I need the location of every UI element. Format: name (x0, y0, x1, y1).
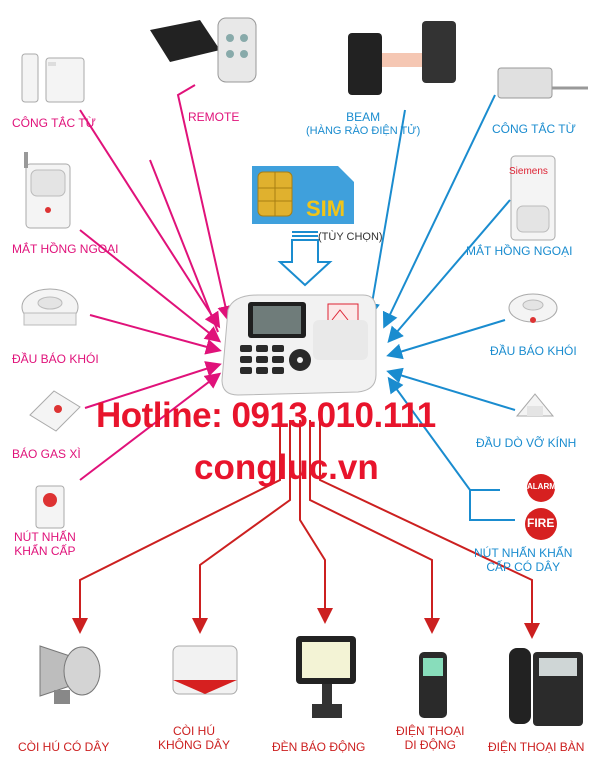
roller-door-sensor-icon (492, 58, 592, 123)
siemens-pir-sensor-icon: Siemens (505, 152, 561, 249)
door-magnet-sensor-icon (18, 48, 88, 113)
output-label-wired-siren: CÒI HÚ CÓ DÂY (18, 740, 110, 754)
left-label-smoke: ĐẦU BÁO KHÓI (12, 352, 99, 366)
output-label-wireless-siren: CÒI HÚ KHÔNG DÂY (158, 724, 230, 752)
blue-input-lines (364, 94, 516, 521)
left-label-panic-line2: KHẨN CẤP (14, 544, 76, 558)
output-label-deskphone: ĐIỆN THOẠI BÀN (488, 740, 585, 754)
beam-label: BEAM (HÀNG RÀO ĐIỆN TỬ) (306, 110, 420, 138)
beam-sensor-icon (340, 15, 480, 110)
wireless-siren-icon (165, 640, 245, 705)
mobile-phone-icon (415, 650, 451, 725)
sim-badge: SIM (306, 196, 346, 221)
alarm-text: ALARM (527, 482, 556, 491)
panic-button-icon (30, 482, 70, 537)
output-label-mobile-line2: DI ĐỘNG (404, 738, 456, 752)
website-text: congluc.vn (194, 448, 379, 487)
pink-input-lines (79, 84, 234, 481)
sim-arrow (277, 231, 333, 287)
output-label-floodlight: ĐÈN BÁO ĐỘNG (272, 740, 366, 754)
left-label-gas: BÁO GAS XÌ (12, 447, 81, 461)
wired-siren-icon (30, 636, 110, 711)
fire-alarm-button-icon: ALARM FIRE (515, 472, 567, 549)
left-label-pir: MẮT HỒNG NGOẠI (12, 242, 119, 256)
right-label-pir: MẮT HỒNG NGOẠI (466, 244, 573, 258)
left-label-panic: NÚT NHẤN KHẨN CẤP (14, 530, 76, 558)
beam-label-line1: BEAM (346, 110, 381, 124)
right-label-glass: ĐẦU DÒ VỠ KÍNH (476, 436, 577, 450)
glass-break-detector-icon (513, 390, 557, 429)
red-output-lines (72, 420, 540, 639)
remote-label: REMOTE (188, 110, 240, 124)
sim-card: SIM (248, 158, 358, 228)
right-label-firebutton-line2: CẤP CÓ DÂY (486, 560, 561, 574)
right-label-smoke: ĐẦU BÁO KHÓI (490, 344, 577, 358)
alarm-floodlight-icon (288, 630, 368, 729)
output-label-mobile: ĐIỆN THOẠI DI ĐỘNG (396, 724, 464, 752)
output-label-wireless-siren-line1: CÒI HÚ (173, 724, 215, 738)
alarm-control-panel (218, 290, 378, 400)
right-label-magnet: CÔNG TẮC TỪ (492, 122, 576, 136)
smoke-detector-icon (18, 285, 82, 338)
remote-control-icon (140, 10, 270, 95)
beam-label-line2: (HÀNG RÀO ĐIỆN TỬ) (306, 125, 421, 137)
siemens-brand: Siemens (509, 166, 548, 177)
output-label-wireless-siren-line2: KHÔNG DÂY (158, 738, 231, 752)
left-label-panic-line1: NÚT NHẤN (14, 530, 76, 544)
left-label-magnet: CÔNG TẮC TỪ (12, 116, 96, 130)
gas-detector-icon (24, 385, 84, 440)
right-label-firebutton: NÚT NHẤN KHẨN CẤP CÓ DÂY (474, 546, 572, 574)
desk-phone-icon (505, 644, 585, 739)
right-smoke-detector-icon (505, 290, 561, 335)
hotline-text: Hotline: 0913.010.111 (96, 396, 436, 435)
fire-text: FIRE (527, 516, 555, 530)
sim-caption: (TÙY CHỌN) (318, 231, 383, 243)
output-label-mobile-line1: ĐIỆN THOẠI (396, 724, 465, 738)
pir-motion-sensor-icon (18, 150, 78, 237)
right-label-firebutton-line1: NÚT NHẤN KHẨN (474, 546, 573, 560)
